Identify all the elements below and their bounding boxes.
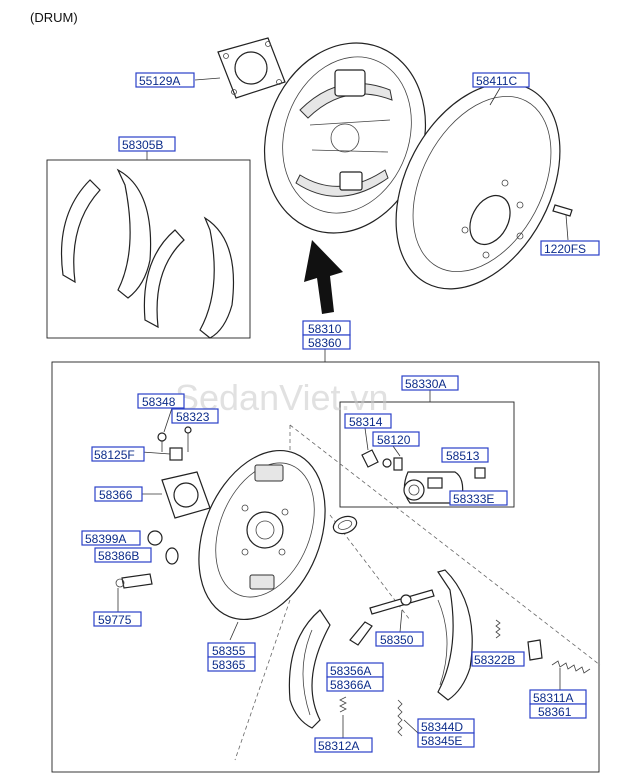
- brake-shoe-right-icon: [437, 569, 473, 701]
- label-text: 58345E: [421, 734, 462, 748]
- bleeder-screw-icon: [382, 457, 403, 471]
- part-label[interactable]: 58311A: [529, 689, 587, 705]
- nut-icon: [169, 447, 183, 461]
- lever-icon: [349, 621, 373, 646]
- label-text: 58365: [212, 658, 246, 672]
- spring-icon: [495, 619, 501, 639]
- hold-down-spring-icon: [339, 696, 347, 738]
- part-label[interactable]: 1220FS: [540, 240, 600, 256]
- label-text: 58348: [142, 395, 176, 409]
- label-text: 58366: [99, 488, 133, 502]
- label-text: 59775: [98, 613, 132, 627]
- plug-icon: [147, 530, 163, 546]
- part-label[interactable]: 58356A: [326, 662, 384, 678]
- seal-ring-icon: [332, 515, 358, 535]
- label-text: 55129A: [139, 74, 180, 88]
- label-text: 58355: [212, 644, 246, 658]
- screw-icon: [552, 204, 573, 241]
- part-label[interactable]: 58366A: [326, 676, 384, 692]
- label-text: 58361: [538, 705, 572, 719]
- part-label[interactable]: 58345E: [417, 732, 475, 748]
- spring-clip-icon: [361, 449, 379, 468]
- part-label[interactable]: 58322B: [471, 651, 525, 667]
- diagram-title: (DRUM): [30, 10, 78, 25]
- label-text: 58120: [377, 433, 411, 447]
- part-label[interactable]: 58344D: [417, 718, 475, 734]
- part-label[interactable]: 58386B: [94, 547, 152, 563]
- part-label[interactable]: 58125F: [91, 446, 145, 462]
- label-text: 58310: [308, 322, 342, 336]
- part-label[interactable]: 58360: [302, 334, 351, 350]
- pin-icon: [184, 426, 192, 452]
- part-label[interactable]: 58350: [375, 631, 424, 647]
- part-label[interactable]: 58330A: [401, 375, 459, 391]
- part-label[interactable]: 58314: [344, 413, 392, 429]
- label-text: 58333E: [453, 492, 494, 506]
- part-label[interactable]: 58323: [171, 408, 219, 424]
- label-text: 58360: [308, 336, 342, 350]
- label-text: 58311A: [533, 691, 573, 705]
- label-text: 58330A: [405, 377, 446, 391]
- part-label[interactable]: 58399A: [81, 530, 141, 546]
- part-label[interactable]: 59775: [93, 611, 142, 627]
- part-label[interactable]: 58312A: [314, 737, 373, 753]
- label-text: 58366A: [330, 678, 371, 692]
- part-label[interactable]: 58411C: [472, 72, 530, 88]
- clip-icon: [527, 639, 543, 661]
- label-text: 58513: [446, 449, 480, 463]
- label-text: 58386B: [98, 549, 139, 563]
- brake-shoe-icon: [60, 168, 235, 339]
- cap-icon: [474, 467, 486, 479]
- label-text: 58399A: [85, 532, 126, 546]
- shoe-kit-frame: [46, 159, 251, 339]
- part-label[interactable]: 55129A: [135, 72, 195, 88]
- part-label[interactable]: 58120: [372, 431, 420, 447]
- part-label[interactable]: 58513: [441, 447, 489, 463]
- label-text: 58314: [349, 415, 383, 429]
- part-label[interactable]: 58305B: [118, 136, 176, 152]
- part-label[interactable]: 58333E: [449, 490, 508, 506]
- wheel-cylinder-frame: [339, 401, 515, 508]
- label-text: 58323: [176, 410, 210, 424]
- sensor-icon: [115, 573, 153, 589]
- grommet-icon: [165, 547, 179, 565]
- brake-drum-icon: [395, 82, 561, 290]
- lower-spring-icon: [397, 699, 403, 737]
- gasket-plate-icon: [217, 37, 286, 99]
- label-text: 58312A: [318, 739, 359, 753]
- brake-shoe-left-icon: [288, 609, 331, 729]
- adjuster-icon: [369, 589, 435, 615]
- label-text: 58305B: [122, 138, 163, 152]
- return-spring-icon: [551, 660, 591, 674]
- label-text: 58350: [380, 633, 414, 647]
- part-label[interactable]: 58348: [137, 393, 185, 409]
- label-text: 58322B: [474, 653, 515, 667]
- part-label[interactable]: 58361: [529, 703, 587, 719]
- pin-icon: [157, 432, 167, 452]
- arrow-icon: [304, 240, 343, 314]
- label-text: 58125F: [94, 448, 135, 462]
- label-text: 58344D: [421, 720, 463, 734]
- label-text: 1220FS: [544, 242, 586, 256]
- assembly-frame: [51, 361, 600, 773]
- backing-plate-icon: [198, 449, 326, 621]
- part-label[interactable]: 58366: [94, 486, 143, 502]
- gasket-icon: [161, 471, 211, 519]
- part-label[interactable]: 58310: [302, 320, 351, 336]
- label-text: 58356A: [330, 664, 371, 678]
- part-label[interactable]: 58355: [207, 642, 256, 658]
- backing-plate-assembly-icon: [263, 42, 427, 234]
- label-text: 58411C: [476, 74, 517, 88]
- part-label[interactable]: 58365: [207, 656, 256, 672]
